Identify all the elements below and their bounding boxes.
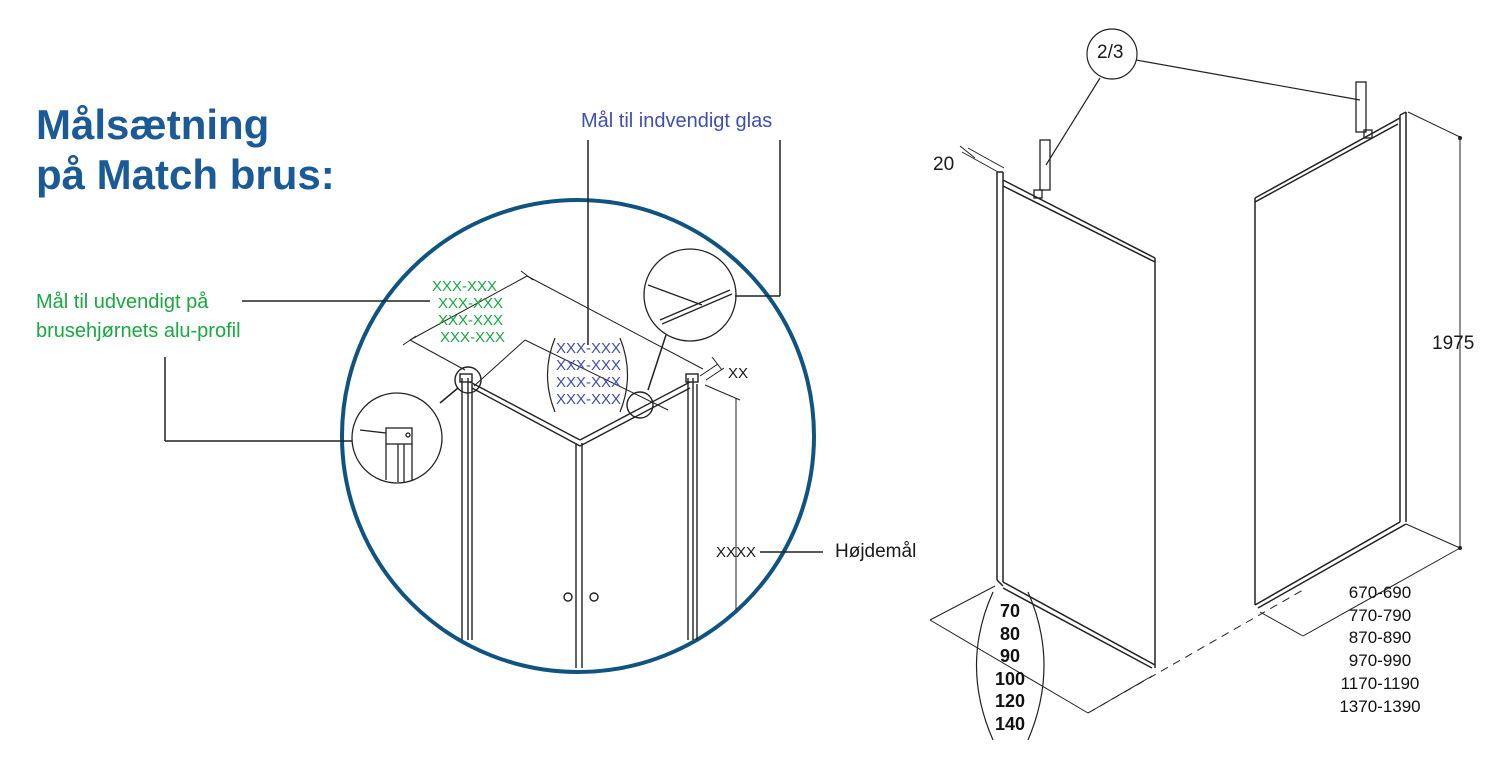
height-measure-label: Højdemål — [835, 541, 917, 562]
floor-dimensions — [929, 547, 1461, 714]
gap-marker — [699, 356, 725, 381]
depth-value: 140 — [994, 713, 1026, 734]
outer-measure-label-line-2: brusehjørnets alu-profil — [36, 320, 241, 342]
title-line-1: Målsætning — [36, 101, 270, 148]
outer-value: XXX-XXX — [438, 312, 504, 329]
width-value: 770-790 — [1348, 605, 1412, 625]
depth-value: 80 — [999, 623, 1021, 644]
offset-dimension — [959, 145, 1005, 173]
height-value-1975: 1975 — [1432, 333, 1475, 354]
depth-values-stack: 70 80 90 100 120 140 — [988, 600, 1032, 735]
inner-value: XXX-XXX — [556, 391, 622, 408]
depth-value: 100 — [994, 668, 1026, 689]
inner-value: XXX-XXX — [556, 340, 622, 357]
callout-circle — [1045, 28, 1361, 166]
outer-value: XXX-XXX — [438, 295, 504, 312]
panel-left — [996, 171, 1156, 669]
inner-values-stack: XXX-XXX XXX-XXX XXX-XXX XXX-XXX — [556, 340, 621, 408]
page-title: Målsætning på Match brus: — [36, 100, 335, 200]
zoom-circle-glass — [643, 248, 737, 342]
width-value: 870-890 — [1348, 628, 1412, 648]
inner-value: XXX-XXX — [556, 374, 622, 391]
height-value: XXXX — [716, 544, 757, 561]
depth-values-brace — [975, 591, 1045, 741]
enclosure-drawing — [454, 366, 699, 668]
outer-measure-label: Mål til udvendigt på brusehjørnets alu-p… — [36, 288, 241, 346]
leader-lines — [164, 140, 823, 553]
panel-right — [1254, 111, 1407, 609]
width-value: 670-690 — [1348, 583, 1412, 602]
detail-circle — [340, 198, 816, 674]
depth-value: 120 — [994, 691, 1026, 711]
outer-value: XXX-XXX — [440, 329, 506, 346]
gap-value: XX — [728, 365, 749, 382]
outer-value: XXX-XXX — [432, 278, 498, 295]
outer-values-stack: XXX-XXX XXX-XXX XXX-XXX XXX-XXX — [432, 278, 505, 346]
depth-value: 70 — [999, 601, 1021, 621]
depth-value: 90 — [999, 646, 1021, 666]
inner-dimension-lines — [473, 339, 669, 411]
outer-dimension-lines — [402, 270, 704, 371]
width-value: 1370-1390 — [1339, 696, 1421, 716]
zoom-circle-profile — [351, 392, 443, 484]
inner-values-brace — [546, 337, 629, 413]
width-value: 970-990 — [1348, 651, 1412, 671]
title-line-2: på Match brus: — [36, 151, 335, 198]
width-values-stack: 670-690 770-790 870-890 970-990 1170-119… — [1325, 582, 1435, 718]
callout-label: 2/3 — [1097, 42, 1124, 63]
inner-measure-label: Mål til indvendigt glas — [581, 110, 773, 132]
outer-measure-label-line-1: Mål til udvendigt på — [36, 291, 209, 313]
inner-value: XXX-XXX — [556, 357, 622, 374]
width-value: 1170-1190 — [1340, 673, 1420, 693]
wall-brackets — [1033, 81, 1373, 199]
offset-value: 20 — [933, 154, 955, 175]
height-1975-dimension — [1405, 111, 1463, 550]
height-dimension — [704, 384, 741, 610]
